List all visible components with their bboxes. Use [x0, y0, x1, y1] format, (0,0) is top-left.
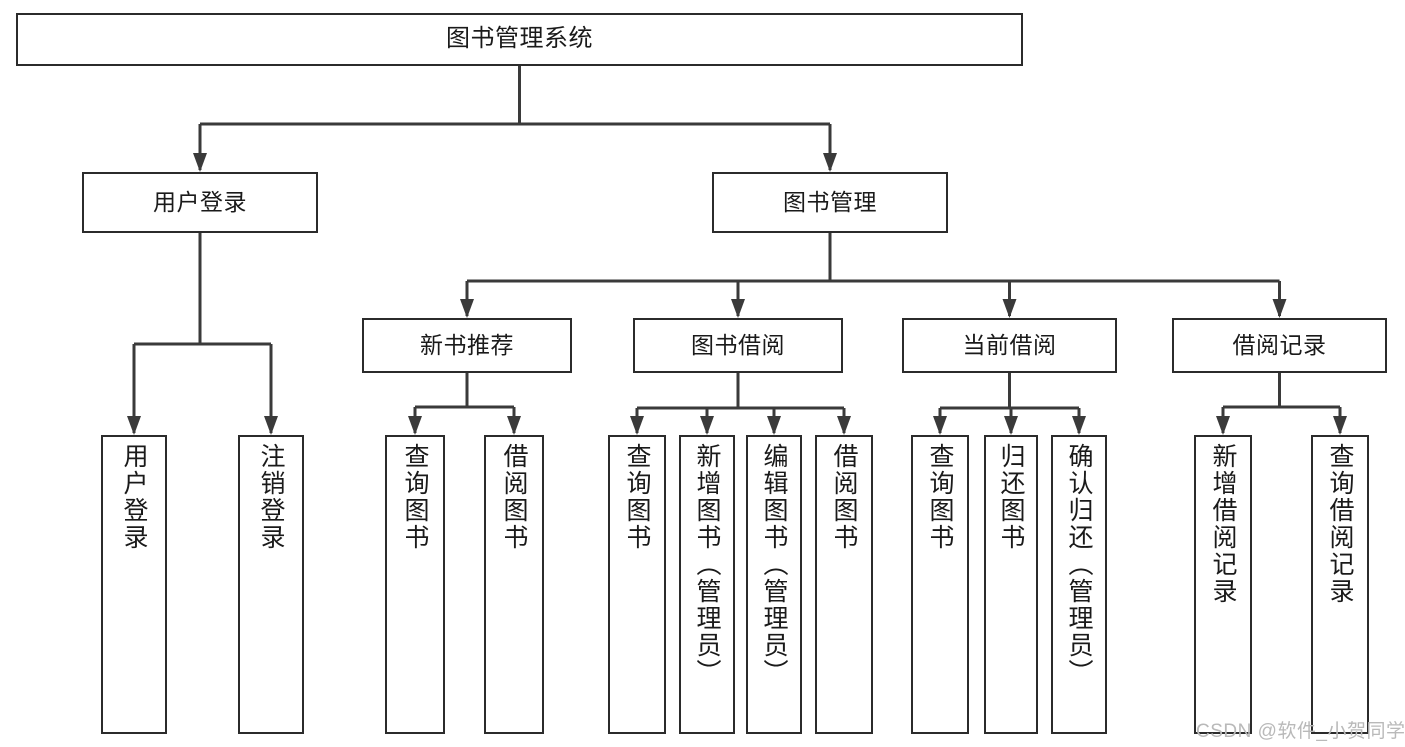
- arrowhead-icon: [731, 299, 745, 318]
- arrowhead-icon: [127, 416, 141, 435]
- node-leaf-query-book-3[interactable]: 查询图书: [911, 435, 969, 734]
- arrowhead-icon: [1272, 299, 1287, 318]
- node-leaf-edit-book[interactable]: 编辑图书（管理员）: [746, 435, 802, 734]
- arrowhead-icon: [264, 416, 278, 435]
- node-label: 用户登录: [120, 443, 148, 551]
- arrowhead-icon: [837, 416, 851, 435]
- node-label: 新增图书（管理员）: [693, 443, 721, 686]
- node-label: 图书借阅: [691, 331, 785, 358]
- node-label: 编辑图书（管理员）: [760, 443, 788, 686]
- arrowhead-icon: [630, 416, 644, 435]
- node-label: 借阅记录: [1232, 331, 1327, 358]
- arrowhead-icon: [1072, 416, 1086, 435]
- node-leaf-confirm-return[interactable]: 确认归还（管理员）: [1051, 435, 1107, 734]
- node-leaf-add-book[interactable]: 新增图书（管理员）: [679, 435, 735, 734]
- node-label: 归还图书: [997, 443, 1025, 551]
- arrowhead-icon: [460, 299, 474, 318]
- node-label: 确认归还（管理员）: [1065, 443, 1093, 686]
- node-leaf-query-book-2[interactable]: 查询图书: [608, 435, 666, 734]
- arrowhead-icon: [823, 153, 837, 172]
- node-label: 注销登录: [257, 443, 285, 551]
- node-label: 用户登录: [153, 188, 247, 215]
- node-label: 借阅图书: [500, 443, 528, 551]
- arrowhead-icon: [767, 416, 781, 435]
- node-leaf-logout[interactable]: 注销登录: [238, 435, 304, 734]
- arrowhead-icon: [1216, 416, 1230, 435]
- arrowhead-icon: [700, 416, 714, 435]
- node-label: 图书管理: [783, 188, 877, 215]
- arrowhead-icon: [1333, 416, 1347, 435]
- node-leaf-query-book-1[interactable]: 查询图书: [385, 435, 445, 734]
- arrowhead-icon: [1004, 416, 1018, 435]
- node-leaf-query-record[interactable]: 查询借阅记录: [1311, 435, 1369, 734]
- node-label: 查询图书: [623, 443, 651, 551]
- node-label: 图书管理系统: [446, 25, 593, 53]
- node-label: 新书推荐: [420, 331, 514, 358]
- node-book-manage[interactable]: 图书管理: [712, 172, 948, 233]
- node-root[interactable]: 图书管理系统: [16, 13, 1023, 66]
- arrowhead-icon: [507, 416, 521, 435]
- node-current-borrow[interactable]: 当前借阅: [902, 318, 1117, 373]
- arrowhead-icon: [193, 153, 207, 172]
- node-borrow-record[interactable]: 借阅记录: [1172, 318, 1387, 373]
- node-leaf-user-login[interactable]: 用户登录: [101, 435, 167, 734]
- node-label: 查询借阅记录: [1326, 443, 1354, 605]
- arrowhead-icon: [933, 416, 947, 435]
- node-leaf-borrow-book-1[interactable]: 借阅图书: [484, 435, 544, 734]
- node-label: 新增借阅记录: [1209, 443, 1237, 605]
- arrowhead-icon: [1002, 299, 1017, 318]
- node-user-login[interactable]: 用户登录: [82, 172, 318, 233]
- node-label: 借阅图书: [830, 443, 858, 551]
- node-label: 查询图书: [401, 443, 429, 551]
- node-label: 当前借阅: [962, 331, 1057, 358]
- node-book-borrow[interactable]: 图书借阅: [633, 318, 843, 373]
- node-new-book-recommend[interactable]: 新书推荐: [362, 318, 572, 373]
- node-leaf-return-book[interactable]: 归还图书: [984, 435, 1038, 734]
- node-leaf-add-record[interactable]: 新增借阅记录: [1194, 435, 1252, 734]
- arrowhead-icon: [408, 416, 422, 435]
- node-leaf-borrow-book-2[interactable]: 借阅图书: [815, 435, 873, 734]
- node-label: 查询图书: [926, 443, 954, 551]
